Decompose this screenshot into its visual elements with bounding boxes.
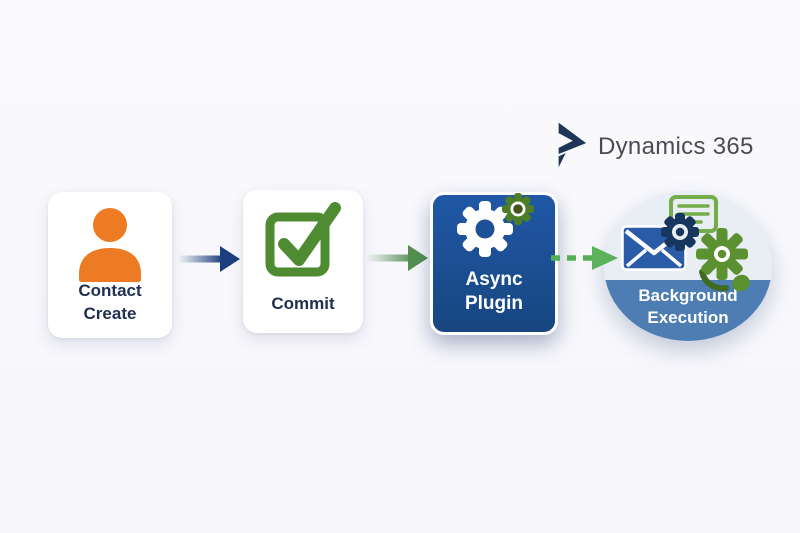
connector-contact-to-commit [178,246,240,272]
node-commit: Commit [243,190,363,333]
connector-commit-to-async [366,245,428,271]
logo-wordmark: Dynamics 365 [598,132,754,160]
node-contact-create: Contact Create [48,192,172,338]
node-async-plugin: Async Plugin [430,192,558,335]
checkbox-checked-icon [265,202,341,277]
node-label-async-plugin: Async Plugin [464,268,524,315]
node-label-contact-create: Contact Create [78,281,142,323]
small-gear-icon [502,193,534,225]
green-gear-icon [696,228,750,292]
node-label-commit: Commit [271,293,335,313]
dynamics-365-logo: Dynamics 365 [552,121,754,168]
connector-async-to-background [551,246,618,270]
node-background-execution: Background Execution [604,191,772,341]
dynamics-365-logo-icon [558,122,587,168]
gear-icon [457,201,513,257]
node-label-background-execution: Background Execution [638,286,738,327]
navy-gear-icon [661,213,699,251]
person-icon [79,208,141,282]
